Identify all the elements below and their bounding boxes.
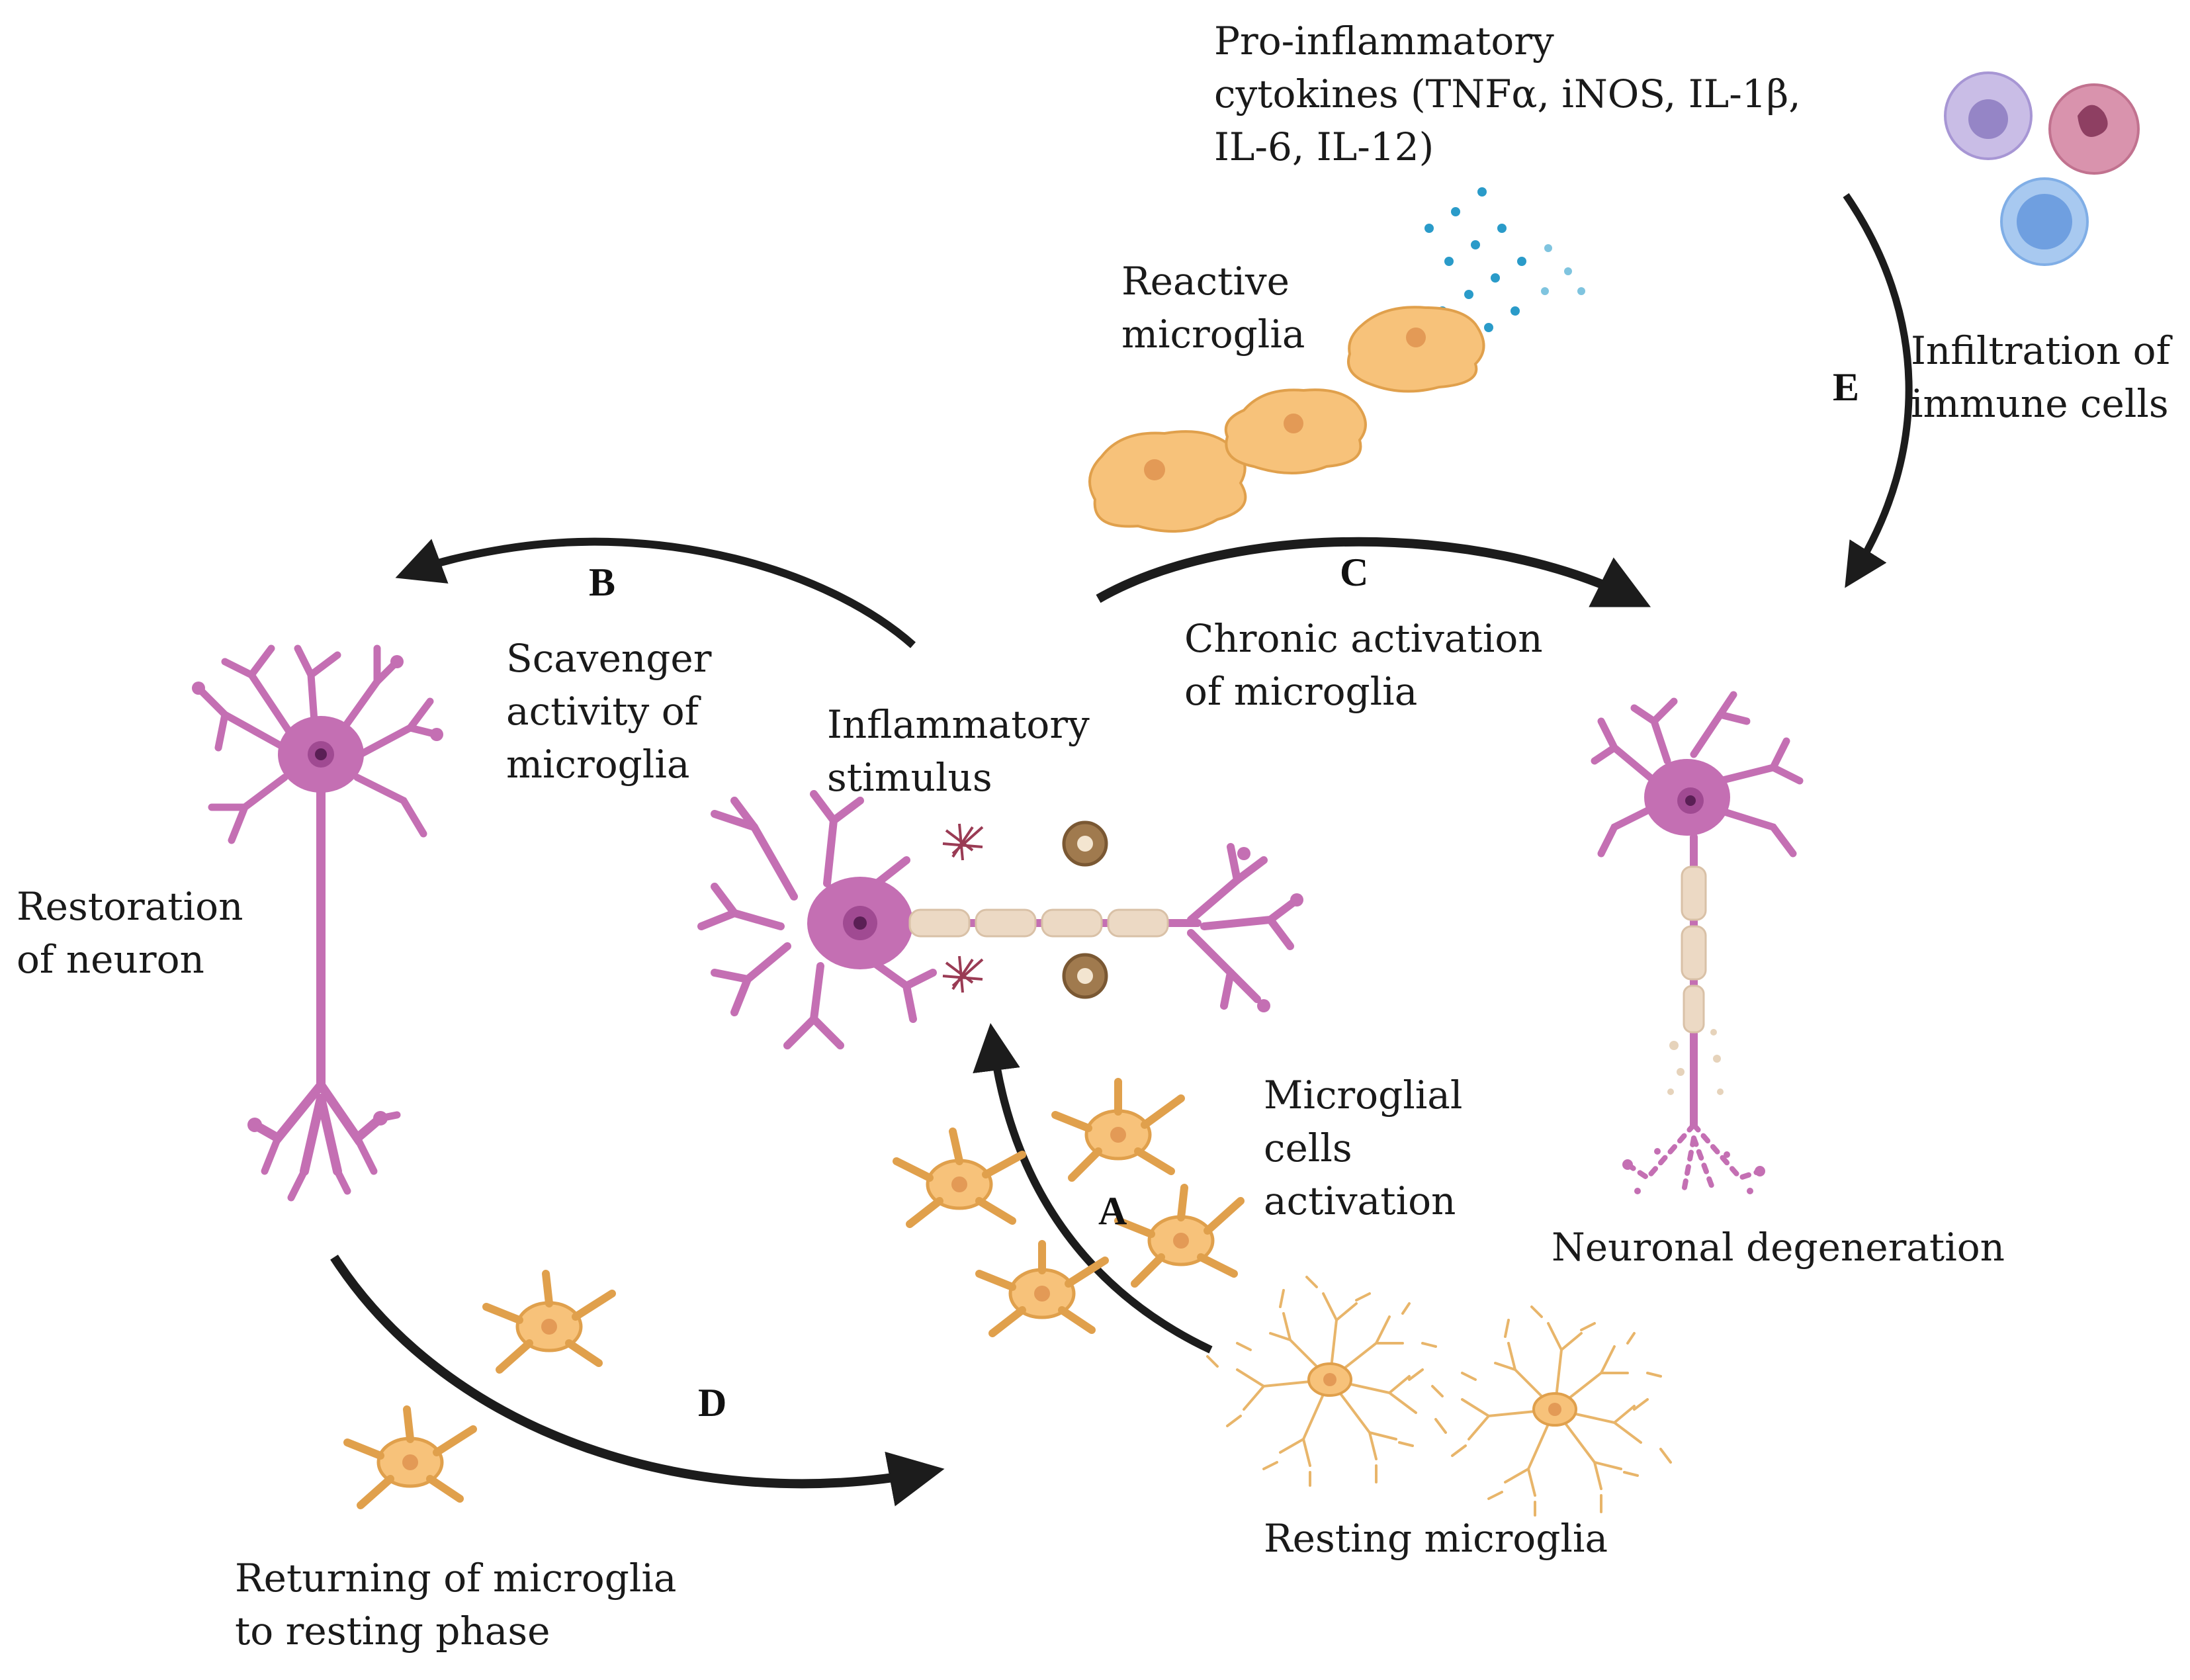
protein-aggregates (942, 820, 1108, 999)
label-reactive-microglia: Reactive microglia (1121, 259, 1305, 357)
arrow-a (973, 1023, 1213, 1354)
step-b: B (589, 560, 616, 604)
label-resting-microglia: Resting microglia (1264, 1516, 1608, 1561)
step-e: E (1833, 365, 1860, 409)
step-a: A (1098, 1189, 1127, 1233)
label-restoration: Restoration of neuron (17, 884, 243, 982)
label-neuronal-degeneration: Neuronal degeneration (1552, 1225, 2005, 1270)
step-c: C (1340, 551, 1369, 594)
stimulus-neuron (697, 790, 1303, 1049)
activated-microglia-cells (343, 1078, 1245, 1509)
label-cytokines: Pro-inflammatory cytokines (TNFα, iNOS, … (1214, 19, 1801, 169)
degenerating-neuron (1591, 691, 1804, 1194)
label-returning: Returning of microglia to resting phase (235, 1556, 677, 1654)
step-d: D (698, 1381, 727, 1425)
arrow-e (1843, 193, 1913, 588)
immune-cells (1944, 71, 2140, 266)
label-chronic: Chronic activation of microglia (1184, 616, 1543, 714)
label-infiltration: Infiltration of immune cells (1911, 328, 2171, 426)
label-microglial-activation: Microglial cells activation (1264, 1073, 1463, 1223)
arrow-c (1096, 537, 1651, 607)
label-scavenger: Scavenger activity of microglia (506, 636, 712, 787)
arrow-d (330, 1255, 945, 1507)
label-inflammatory-stimulus: Inflammatory stimulus (827, 702, 1090, 800)
restored-neuron (192, 644, 443, 1202)
arrow-b (395, 537, 916, 648)
reactive-microglia-cells (1088, 306, 1485, 533)
resting-microglia-cells (1206, 1276, 1672, 1517)
